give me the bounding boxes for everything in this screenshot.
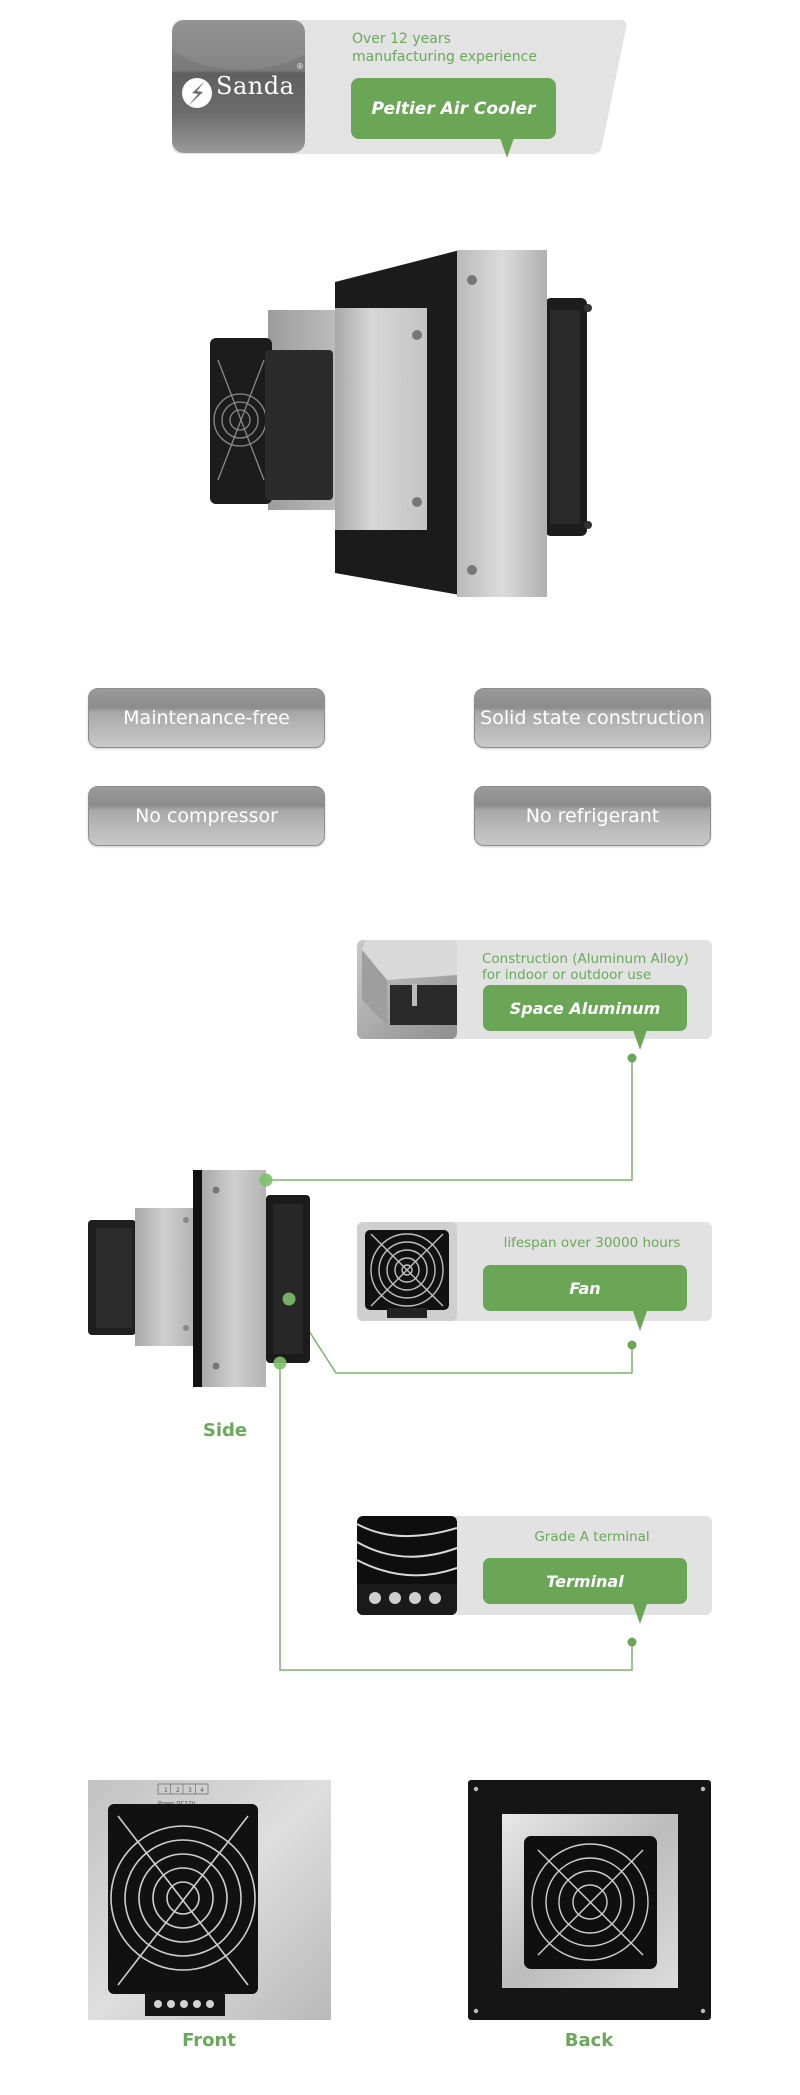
speech-tail bbox=[633, 1604, 647, 1624]
feature-no-compressor: No compressor bbox=[88, 786, 325, 846]
callout-title-fan: Fan bbox=[483, 1265, 687, 1311]
registered-mark: ® bbox=[296, 62, 304, 71]
product-image-peltier-cooler bbox=[210, 250, 592, 597]
hotspot-fan bbox=[282, 1292, 296, 1306]
product-title-badge: Peltier Air Cooler bbox=[351, 78, 556, 139]
callout-description-line-1: Construction (Aluminum Alloy) bbox=[482, 951, 689, 967]
speech-tail bbox=[633, 1311, 647, 1331]
callout-description: Grade A terminal bbox=[534, 1529, 650, 1545]
feature-solid-state-construction: Solid state construction bbox=[474, 688, 711, 748]
brand-logo: Sanda ® bbox=[172, 20, 305, 153]
side-view-caption: Side bbox=[202, 1420, 248, 1441]
terminal-block-image bbox=[357, 1516, 457, 1615]
callout-title-terminal: Terminal bbox=[483, 1558, 687, 1604]
back-view-caption: Back bbox=[564, 2030, 614, 2051]
terminal-number: 2 bbox=[176, 1787, 180, 1794]
feature-no-refrigerant: No refrigerant bbox=[474, 786, 711, 846]
tagline-line-2: manufacturing experience bbox=[352, 49, 537, 65]
terminal-number: 4 bbox=[200, 1787, 204, 1794]
callout-fan: lifespan over 30000 hours Fan bbox=[357, 1222, 712, 1331]
terminal-number: 3 bbox=[188, 1787, 192, 1794]
hotspot-terminal bbox=[273, 1356, 287, 1370]
front-view-image: 1 2 3 4 Power DC12V bbox=[88, 1780, 331, 2020]
fan-image bbox=[357, 1222, 457, 1321]
front-view-caption: Front bbox=[182, 2030, 236, 2051]
aluminum-profile-image bbox=[357, 940, 457, 1039]
back-view-image bbox=[468, 1780, 711, 2020]
lightning-logo-icon bbox=[182, 78, 212, 108]
feature-maintenance-free: Maintenance-free bbox=[88, 688, 325, 748]
connector-dot bbox=[627, 1637, 637, 1647]
callout-space-aluminum: Construction (Aluminum Alloy) for indoor… bbox=[357, 940, 712, 1050]
connector-fan bbox=[288, 1299, 633, 1374]
terminal-number: 1 bbox=[164, 1787, 168, 1794]
callout-terminal: Grade A terminal Terminal bbox=[357, 1516, 712, 1624]
side-view-image bbox=[88, 1170, 310, 1387]
callout-description-line-2: for indoor or outdoor use bbox=[482, 967, 652, 983]
speech-tail bbox=[633, 1030, 647, 1050]
callout-title-space-aluminum: Space Aluminum bbox=[483, 985, 687, 1031]
banner-tagline: Over 12 years manufacturing experience bbox=[352, 30, 572, 66]
brand-name: Sanda bbox=[216, 72, 295, 100]
callout-description: lifespan over 30000 hours bbox=[503, 1235, 681, 1251]
connector-dot bbox=[627, 1340, 637, 1350]
connector-aluminum bbox=[266, 1058, 633, 1181]
connector-dot bbox=[627, 1053, 637, 1063]
hotspot-aluminum bbox=[259, 1173, 273, 1187]
tagline-line-1: Over 12 years bbox=[352, 31, 451, 47]
connector-terminal bbox=[279, 1365, 633, 1671]
speech-tail bbox=[500, 138, 514, 158]
terminal-number-labels bbox=[157, 1783, 209, 1795]
